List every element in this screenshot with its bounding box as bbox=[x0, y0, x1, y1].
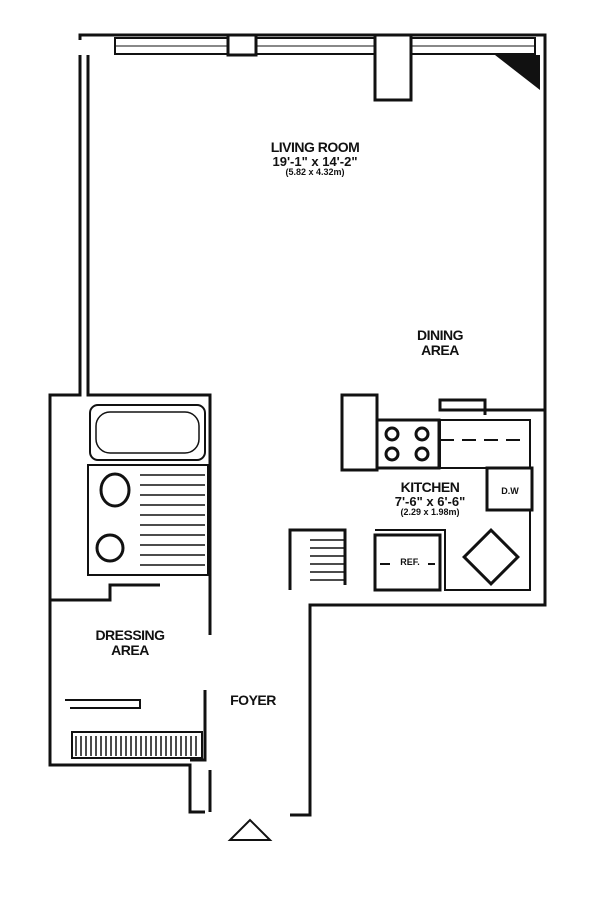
room-dims-metric: (2.29 x 1.98m) bbox=[400, 507, 460, 518]
toilet bbox=[99, 472, 131, 508]
room-name: LIVING ROOM bbox=[270, 139, 360, 155]
bath-room bbox=[87, 464, 209, 576]
label-line: DRESSING bbox=[95, 627, 165, 643]
label-line: DINING bbox=[417, 327, 464, 343]
basin bbox=[95, 533, 125, 563]
label-line: AREA bbox=[111, 641, 149, 658]
dressing-area-label: DRESSING AREA bbox=[80, 628, 180, 657]
dining-area-label: DINING AREA bbox=[400, 328, 480, 357]
room-dims: 7'-6" x 6'-6" bbox=[394, 493, 466, 509]
entry-arrow-icon bbox=[227, 818, 273, 841]
dressing-wall bbox=[50, 583, 160, 602]
kitchen-counter-lower bbox=[375, 510, 531, 591]
kitchen-wall bbox=[438, 398, 545, 415]
counter bbox=[439, 419, 531, 469]
dw-label: D.W bbox=[501, 486, 519, 496]
column bbox=[226, 33, 258, 57]
kitchen-label: KITCHEN 7'-6" x 6'-6" (2.29 x 1.98m) bbox=[375, 480, 485, 518]
stove-counter bbox=[340, 393, 379, 472]
ref-label: REF. bbox=[395, 557, 425, 568]
label-line: AREA bbox=[421, 341, 459, 358]
room-dims: 19'-1" x 14'-2" bbox=[272, 153, 358, 169]
foyer-wall bbox=[190, 690, 207, 762]
stove bbox=[375, 418, 441, 470]
west-wall bbox=[48, 55, 205, 814]
corner-fill bbox=[495, 55, 540, 90]
dishwasher bbox=[485, 466, 534, 512]
living-room-label: LIVING ROOM 19'-1" x 14'-2" (5.82 x 4.32… bbox=[250, 140, 380, 178]
refrigerator bbox=[373, 533, 442, 592]
hatching bbox=[140, 474, 345, 581]
room-dims-metric: (5.82 x 4.32m) bbox=[285, 167, 345, 178]
tub bbox=[89, 404, 206, 461]
living-left-wall bbox=[86, 55, 212, 635]
room-name: KITCHEN bbox=[400, 479, 460, 495]
sink bbox=[462, 528, 520, 586]
closet-wall bbox=[288, 528, 347, 590]
foyer-label: FOYER bbox=[230, 692, 276, 708]
column bbox=[373, 33, 413, 102]
exterior-wall bbox=[78, 33, 547, 817]
